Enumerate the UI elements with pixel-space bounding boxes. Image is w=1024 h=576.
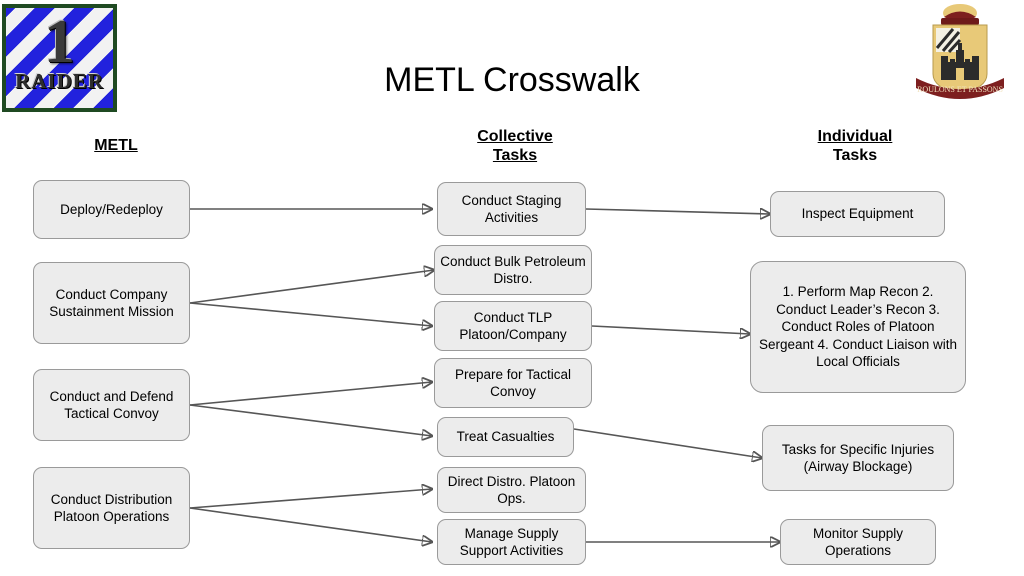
column-header-individual: Individual Tasks (772, 127, 938, 165)
patch-digit: 1 (44, 8, 75, 76)
column-header-collective-line1: Collective (477, 128, 553, 145)
connector-c1-i1 (585, 209, 770, 214)
node-label: Deploy/Redeploy (60, 201, 163, 217)
collective-node-direct-distro-platoon-ops[interactable]: Direct Distro. Platoon Ops. (437, 467, 586, 513)
metl-node-company-sustainment-mission[interactable]: Conduct Company Sustainment Mission (33, 262, 190, 344)
node-label: Tasks for Specific Injuries (Airway Bloc… (781, 441, 935, 475)
column-header-collective-line2: Tasks (492, 147, 538, 164)
connector-c5-i3 (573, 428, 762, 458)
metl-node-deploy-redeploy[interactable]: Deploy/Redeploy (33, 180, 190, 239)
node-label: Treat Casualties (456, 429, 555, 445)
raider-patch-logo: 1 RAIDER (2, 4, 117, 112)
connector-m2-c3 (189, 302, 432, 326)
node-label: Conduct Company Sustainment Mission (49, 286, 174, 320)
column-header-individual-line1: Individual (817, 128, 893, 145)
column-header-individual-line2: Tasks (832, 147, 878, 164)
metl-node-distribution-platoon-operations[interactable]: Conduct Distribution Platoon Operations (33, 467, 190, 549)
collective-node-prepare-for-tactical-convoy[interactable]: Prepare for Tactical Convoy (434, 358, 592, 408)
node-label: Monitor Supply Operations (812, 525, 904, 559)
connector-c3-i2 (591, 325, 750, 334)
patch-motto: RAIDER (15, 69, 104, 93)
individual-node-tasks-specific-injuries[interactable]: Tasks for Specific Injuries (Airway Bloc… (762, 425, 954, 491)
collective-node-conduct-tlp-platoon-company[interactable]: Conduct TLP Platoon/Company (434, 301, 592, 351)
regimental-crest-logo: ROULONS ET PASSONS (908, 4, 1012, 104)
connector-m3-c5 (189, 404, 432, 436)
collective-node-manage-supply-support-activities[interactable]: Manage Supply Support Activities (437, 519, 586, 565)
node-label: Inspect Equipment (801, 206, 914, 222)
collective-node-treat-casualties[interactable]: Treat Casualties (437, 417, 574, 457)
collective-node-conduct-staging-activities[interactable]: Conduct Staging Activities (437, 182, 586, 236)
column-header-metl: METL (40, 136, 192, 155)
node-label: Conduct and Defend Tactical Convoy (49, 388, 174, 422)
node-label: Prepare for Tactical Convoy (454, 366, 572, 400)
node-label: Conduct Bulk Petroleum Distro. (440, 253, 586, 287)
connector-m3-c4 (189, 382, 432, 406)
node-label: Conduct TLP Platoon/Company (459, 309, 567, 343)
node-label: Manage Supply Support Activities (459, 525, 564, 559)
metl-node-conduct-defend-tactical-convoy[interactable]: Conduct and Defend Tactical Convoy (33, 369, 190, 441)
connector-m2-c2 (189, 270, 434, 304)
node-label: Conduct Staging Activities (461, 192, 562, 226)
collective-node-conduct-bulk-petroleum-distro[interactable]: Conduct Bulk Petroleum Distro. (434, 245, 592, 295)
individual-node-inspect-equipment[interactable]: Inspect Equipment (770, 191, 945, 237)
connector-m4-c7 (189, 507, 432, 542)
individual-node-monitor-supply-operations[interactable]: Monitor Supply Operations (780, 519, 936, 565)
node-label: 1. Perform Map Recon 2. Conduct Leader’s… (758, 284, 958, 370)
individual-node-leader-tasks-list[interactable]: 1. Perform Map Recon 2. Conduct Leader’s… (750, 261, 966, 393)
column-header-metl-line1: METL (94, 137, 138, 154)
node-label: Direct Distro. Platoon Ops. (447, 473, 576, 507)
connector-m4-c6 (189, 489, 432, 509)
node-label: Conduct Distribution Platoon Operations (50, 491, 173, 525)
column-header-collective: Collective Tasks (432, 127, 598, 165)
page-title: METL Crosswalk (384, 61, 640, 99)
crest-motto-text: ROULONS ET PASSONS (917, 85, 1003, 94)
